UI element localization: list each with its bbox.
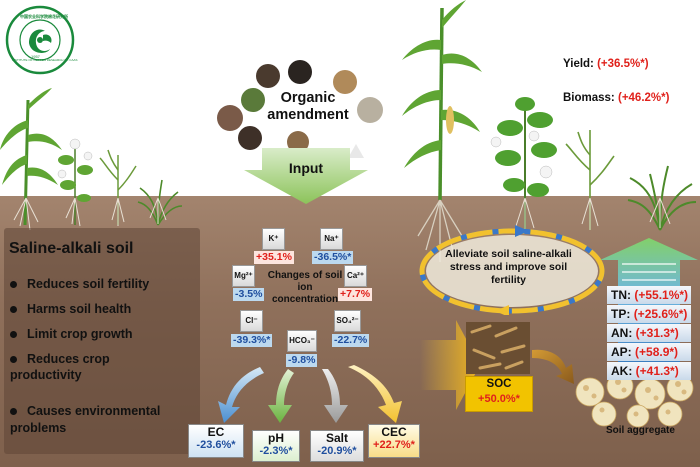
metric-ec-value: -23.6%* bbox=[196, 439, 236, 451]
soc-value: +50.0%* bbox=[478, 393, 520, 405]
metric-cec-value: +22.7%* bbox=[373, 439, 415, 451]
metric-salt-value: -20.9%* bbox=[317, 445, 357, 457]
saline-alkali-panel bbox=[4, 228, 200, 454]
yield-value: (+36.5%*) bbox=[597, 58, 649, 70]
ion-na-value: -36.5%* bbox=[312, 251, 354, 264]
logo-year: 1957 bbox=[31, 54, 40, 59]
bullet-continuation: productivity bbox=[10, 368, 82, 382]
metric-ph-value: -2.3%* bbox=[259, 445, 293, 457]
ion-k-value: +35.1% bbox=[254, 251, 294, 264]
metric-ec-label: EC bbox=[207, 425, 225, 439]
metric-salt-box: Salt -20.9%* bbox=[310, 430, 364, 462]
ion-so4-value: -22.7% bbox=[332, 334, 370, 347]
input-arrow bbox=[244, 148, 368, 204]
soil-aggregate-label: Soil aggregate bbox=[606, 425, 675, 436]
biomass-value: (+46.2%*) bbox=[617, 92, 670, 104]
metric-cec-label: CEC bbox=[381, 425, 407, 439]
cycle-description: Alleviate soil saline-alkali stress and … bbox=[445, 248, 572, 286]
organic-amendment-label: Organic amendment bbox=[267, 90, 349, 123]
bullet-item: Harms soil health bbox=[10, 301, 131, 317]
metric-salt-label: Salt bbox=[325, 431, 348, 445]
left-roots-illustration bbox=[13, 197, 167, 231]
nutrient-tp: TP: (+25.6%*) bbox=[607, 305, 691, 323]
nutrient-an: AN: (+31.3*) bbox=[607, 324, 691, 342]
alleviation-cycle bbox=[419, 225, 605, 315]
bullet-continuation: problems bbox=[10, 421, 67, 435]
ion-ca-box: Ca²⁺ bbox=[344, 265, 367, 287]
organic-amendment-samples bbox=[217, 60, 383, 158]
nutrient-ap: AP: (+58.9*) bbox=[607, 343, 691, 361]
ion-cl-box: Cl⁻ bbox=[240, 310, 263, 332]
aggregate-arrow bbox=[532, 349, 574, 384]
ion-cl-value: -39.3%* bbox=[231, 334, 273, 347]
bullet-item: Limit crop growth bbox=[10, 326, 133, 342]
ion-change-heading: Changes of soil ion concentration bbox=[267, 270, 343, 305]
nutrient-ak: AK: (+41.3*) bbox=[607, 362, 691, 380]
ion-so4-box: SO₄²⁻ bbox=[334, 310, 361, 332]
biomass-text: Biomass: (+46.2%*) bbox=[563, 92, 669, 104]
soc-label: SOC bbox=[486, 378, 512, 390]
bullet-item: Causes environmental bbox=[10, 403, 160, 419]
ion-mg-value: -3.5% bbox=[233, 288, 265, 301]
biomass-label: Biomass: bbox=[563, 92, 615, 104]
ion-na-box: Na⁺ bbox=[320, 228, 343, 250]
soil-aggregate-image bbox=[575, 372, 694, 428]
metric-ph-label: pH bbox=[268, 431, 284, 445]
institute-logo bbox=[5, 5, 75, 75]
organic-matter-image bbox=[466, 322, 530, 374]
nutrient-tn: TN: (+55.1%*) bbox=[607, 286, 691, 304]
right-roots-illustration bbox=[515, 197, 671, 230]
ion-ca-value: +7.7% bbox=[338, 288, 373, 301]
bullet-item: Reduces crop bbox=[10, 351, 110, 367]
saline-alkali-title: Saline-alkali soil bbox=[9, 240, 134, 257]
soc-box: SOC +50.0%* bbox=[465, 376, 533, 412]
ion-mg-box: Mg²⁺ bbox=[232, 265, 255, 287]
yield-text: Yield: (+36.5%*) bbox=[563, 58, 649, 70]
metric-cec-box: CEC +22.7%* bbox=[368, 424, 420, 458]
ion-hco3-value: -9.8% bbox=[286, 354, 318, 367]
ion-k-box: K⁺ bbox=[262, 228, 285, 250]
metric-ph-box: pH -2.3%* bbox=[252, 430, 300, 462]
logo-text-bottom: INSTITUTE OF COTTON RESEARCH OF CAAS bbox=[12, 58, 78, 62]
metric-arrows bbox=[218, 365, 402, 423]
logo-text-top: 中国农业科学院棉花研究所 bbox=[20, 14, 68, 19]
input-label: Input bbox=[288, 160, 324, 176]
metric-ec-box: EC -23.6%* bbox=[188, 424, 244, 458]
yield-label: Yield: bbox=[563, 58, 594, 70]
ion-hco3-box: HCO₃⁻ bbox=[287, 330, 317, 352]
bullet-item: Reduces soil fertility bbox=[10, 276, 149, 292]
center-corn-illustration bbox=[402, 0, 482, 262]
